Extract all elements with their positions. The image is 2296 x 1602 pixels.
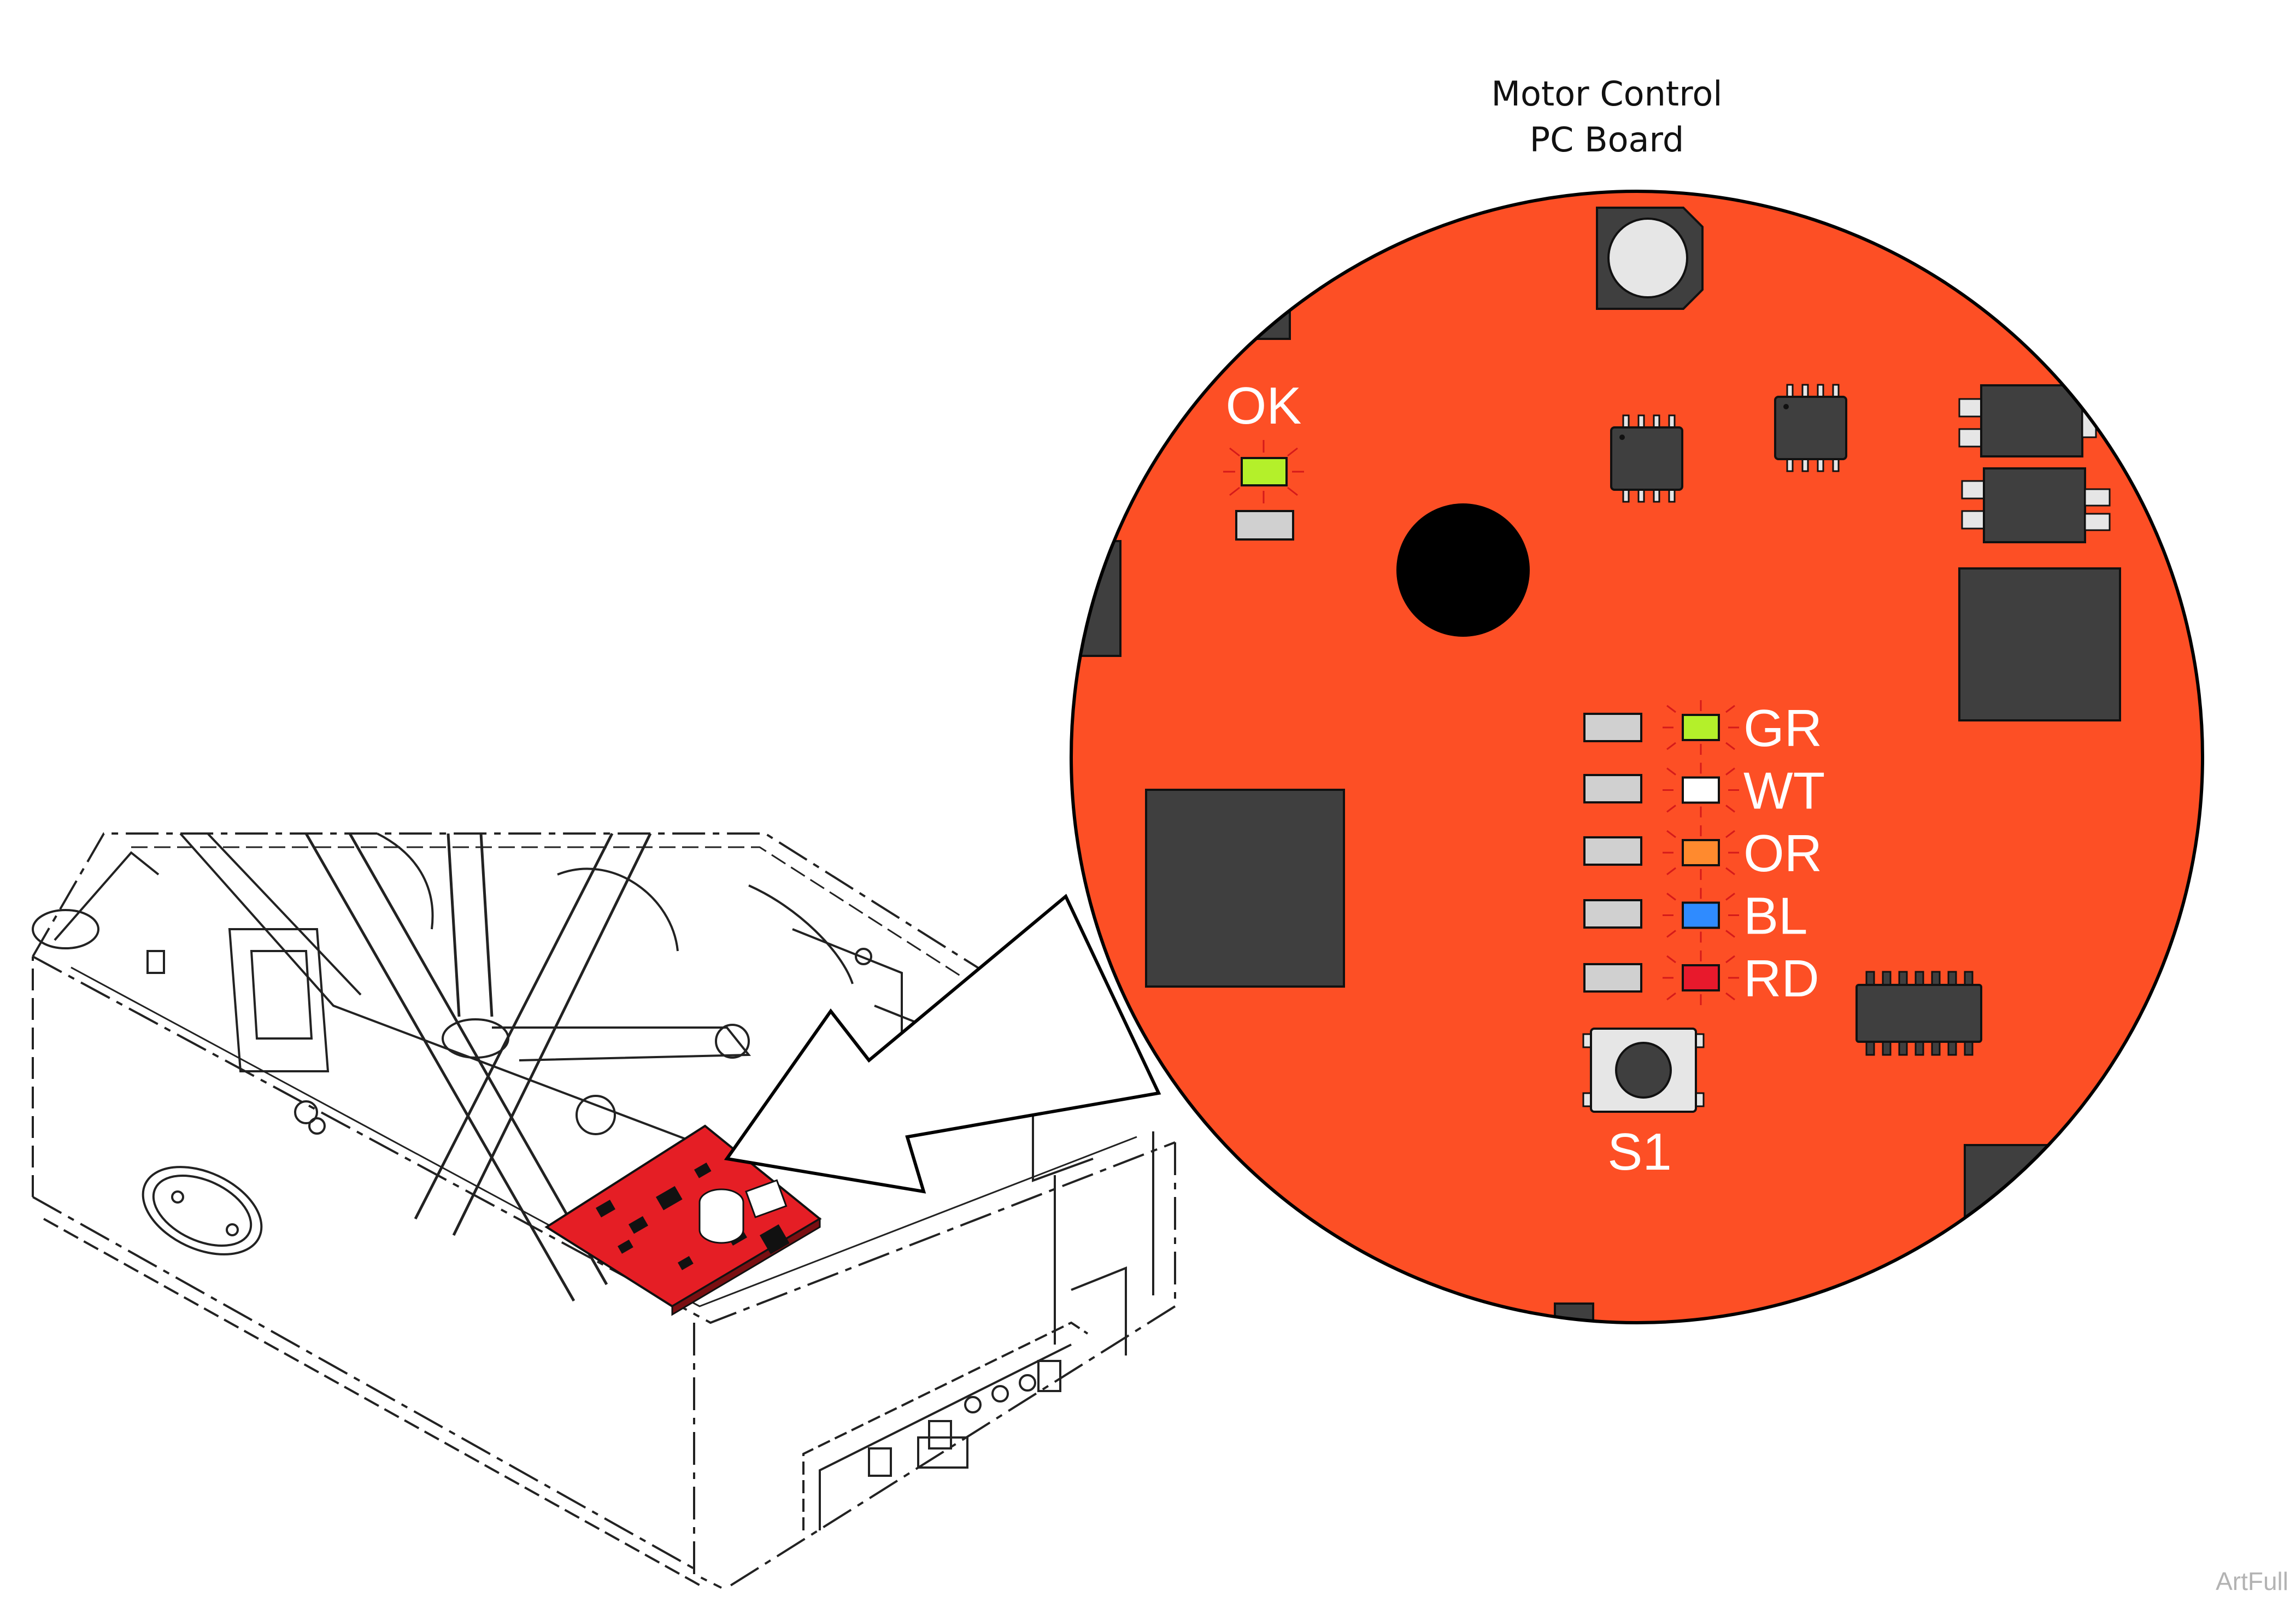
soic-chip-1 (1610, 414, 1683, 503)
led-ray (1666, 805, 1676, 813)
led-or (1682, 839, 1720, 866)
status-leds (1663, 700, 1739, 1005)
led-ray (1666, 867, 1676, 876)
led-ray (1725, 955, 1735, 964)
led-pad-bl (1583, 899, 1642, 929)
led-ray (1725, 742, 1735, 750)
board-components (1071, 207, 2121, 1323)
large-ic-left (1145, 789, 1345, 988)
transistor-1 (1958, 384, 2097, 457)
callout-title-line1: Motor Control (1491, 74, 1723, 114)
edge-connector-left (1071, 540, 1121, 657)
mounting-hole (1396, 503, 1530, 637)
led-rd (1682, 964, 1720, 991)
led-ray (1725, 992, 1735, 1001)
led-pad-or (1583, 836, 1642, 866)
status-led-wt (1663, 762, 1739, 818)
small-pcb-location (544, 1124, 822, 1316)
led-ray (1725, 893, 1735, 901)
transistor-2 (1961, 467, 2111, 543)
led-wt (1682, 776, 1720, 804)
s1-push-button (1582, 1028, 1705, 1113)
watermark-text: ArtFull (2216, 1567, 2288, 1595)
ok-label: OK (1226, 377, 1302, 435)
soic-chip-2 (1774, 384, 1847, 472)
led-bl (1682, 901, 1720, 929)
led-ray (1725, 830, 1735, 838)
large-ic-right (1958, 567, 2121, 721)
status-led-gr (1663, 700, 1739, 755)
led-ray (1666, 893, 1676, 901)
led-ray (1666, 930, 1676, 938)
edge-connector-bottom (1554, 1302, 1594, 1323)
led-label-gr: GR (1743, 699, 1822, 758)
capacitor (1596, 207, 1704, 310)
led-ray (1725, 767, 1735, 776)
led-label-rd: RD (1743, 949, 1819, 1008)
led-ray (1666, 830, 1676, 838)
callout-arrow (724, 894, 1161, 1194)
soic-chip-14 (1855, 971, 1982, 1056)
led-ray (1666, 742, 1676, 750)
led-label-bl: BL (1743, 887, 1807, 946)
status-led-rd (1663, 950, 1739, 1005)
edge-connector-top-left (1229, 272, 1291, 340)
s1-label: S1 (1607, 1123, 1671, 1181)
callout-title-line2: PC Board (1529, 120, 1684, 160)
led-ray (1666, 955, 1676, 964)
led-label-or: OR (1743, 824, 1822, 883)
led-pad-wt (1583, 774, 1642, 803)
ok-led (1223, 440, 1304, 503)
status-led-bl (1663, 888, 1739, 943)
status-led-or (1663, 825, 1739, 880)
led-label-wt: WT (1743, 762, 1825, 820)
led-ray (1725, 930, 1735, 938)
pcb-disc-outline (1070, 190, 2204, 1324)
led-pad-gr (1583, 713, 1642, 742)
led-ray (1666, 992, 1676, 1001)
led-gr (1682, 714, 1720, 741)
led-ray (1725, 805, 1735, 813)
ok-led-pad (1235, 510, 1294, 541)
callout-title: Motor Control PC Board (1388, 71, 1825, 163)
led-ray (1725, 867, 1735, 876)
led-pad-rd (1583, 963, 1642, 993)
led-ray (1666, 705, 1676, 713)
led-ray (1725, 705, 1735, 713)
chair-base-drawing (32, 832, 1176, 1589)
led-ray (1666, 767, 1676, 776)
